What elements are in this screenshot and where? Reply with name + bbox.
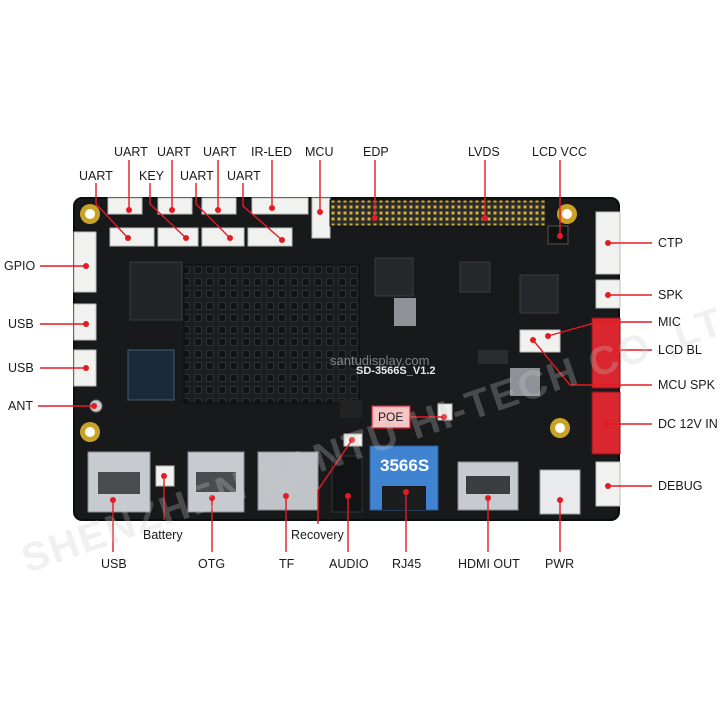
mcu-chip (459, 261, 491, 293)
label-key: KEY (139, 169, 165, 183)
wifi-module (127, 349, 175, 401)
watermark-url: santudisplay.com (330, 353, 430, 368)
pmic-chip (374, 257, 414, 297)
label-battery: Battery (143, 528, 183, 542)
label-mcu-spk: MCU SPK (658, 378, 715, 392)
callout-lines (38, 160, 652, 552)
callout-mic (547, 321, 652, 337)
callout-uart-row2-3 (242, 183, 283, 241)
tf-slot (257, 451, 319, 511)
label-gpio: GPIO (4, 259, 36, 273)
conn-ir-led (251, 197, 309, 215)
callout-recovery (317, 439, 353, 524)
conn-uart-1 (107, 197, 143, 215)
ram-chip (340, 400, 362, 418)
chip-label: 3566S (380, 456, 430, 475)
label-lcd-vcc: LCD VCC (532, 145, 587, 159)
label-poe: POE (378, 410, 404, 424)
label-ant: ANT (8, 399, 33, 413)
conn-uart-row2-1 (109, 227, 155, 247)
label-lcd-bl: LCD BL (658, 343, 702, 357)
label-uart-row2-1: UART (79, 169, 113, 183)
label-mcu: MCU (305, 145, 334, 159)
poe-label-box (371, 405, 411, 429)
label-rj45: RJ45 (392, 557, 422, 571)
label-ir-led: IR-LED (251, 145, 292, 159)
conn-uart-3 (201, 197, 237, 215)
label-ctp: CTP (658, 236, 683, 250)
label-hdmi-out: HDMI OUT (458, 557, 520, 571)
label-edp: EDP (363, 145, 389, 159)
label-recovery: Recovery (291, 528, 344, 542)
conn-mcu (311, 197, 331, 239)
label-dc-12v-in: DC 12V IN (658, 417, 718, 431)
label-uart-row2-3: UART (227, 169, 261, 183)
conn-uart-row2-3 (247, 227, 293, 247)
heatsink (183, 264, 360, 404)
lvds-chip (519, 274, 559, 314)
edp-lvds-header (329, 199, 547, 227)
callout-dots (83, 205, 611, 503)
label-lvds: LVDS (468, 145, 500, 159)
label-audio: AUDIO (329, 557, 369, 571)
label-spk: SPK (658, 288, 684, 302)
label-usb-left-2: USB (8, 361, 34, 375)
label-otg: OTG (198, 557, 226, 571)
emmc-chip (129, 261, 183, 321)
label-uart-1: UART (114, 145, 148, 159)
label-uart-row2-2: UART (180, 169, 214, 183)
silkscreen-model: SD-3566S_V1.2 (356, 365, 436, 377)
callout-mcu-spk (532, 339, 652, 386)
label-uart-2: UART (157, 145, 191, 159)
conn-uart-2 (157, 197, 193, 215)
callout-key (149, 183, 187, 239)
label-tf: TF (279, 557, 295, 571)
label-usb-left-1: USB (8, 317, 34, 331)
mounting-holes (80, 204, 577, 442)
label-mic: MIC (658, 315, 681, 329)
small-chip (478, 350, 508, 364)
conn-key (157, 227, 199, 247)
inductor (510, 368, 540, 396)
label-debug: DEBUG (658, 479, 703, 493)
label-uart-3: UART (203, 145, 237, 159)
callout-uart-row2-2 (195, 183, 231, 239)
label-pwr: PWR (545, 557, 575, 571)
conn-uart-row2-2 (201, 227, 245, 247)
callout-uart-row2-1 (95, 183, 129, 239)
conn-gpio (73, 231, 97, 293)
label-usb-bottom: USB (101, 557, 127, 571)
inductor (394, 298, 416, 326)
audio-jack (331, 455, 363, 513)
